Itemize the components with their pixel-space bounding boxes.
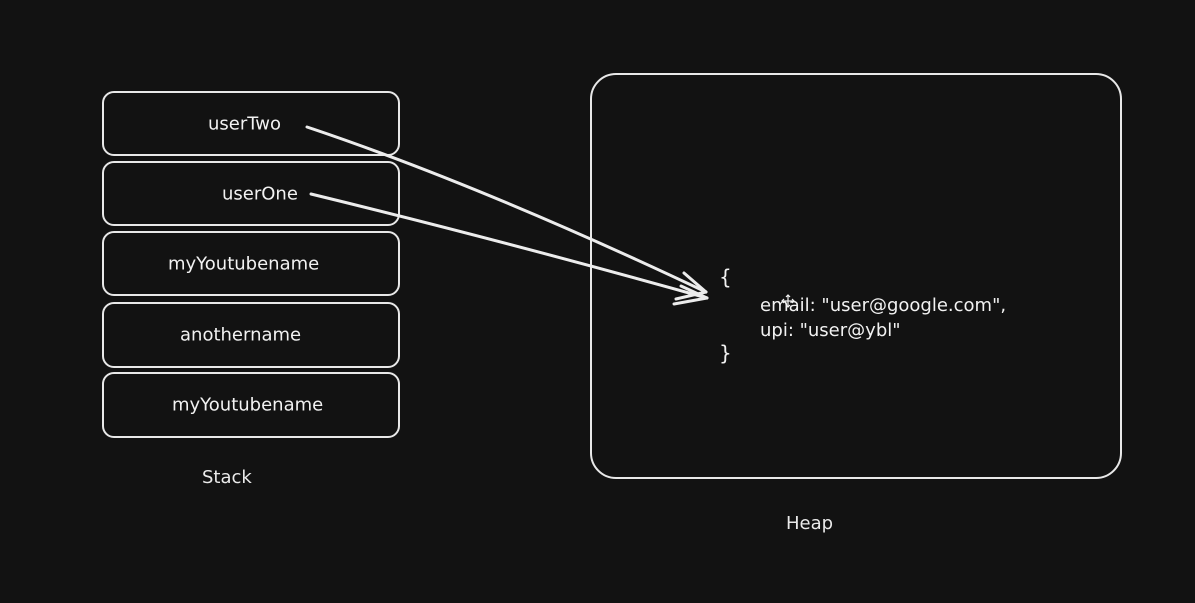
stack-cell-myyoutubename-1[interactable]: myYoutubename (102, 231, 400, 296)
stack-cell-label: myYoutubename (172, 394, 324, 416)
arrow-usertwo-head-bottom (674, 290, 708, 301)
stack-cell-label: userTwo (208, 113, 282, 134)
move-cursor-icon (781, 294, 795, 308)
arrow-userone-to-object (309, 192, 709, 300)
arrow-userone-head-bottom (672, 296, 709, 306)
stack-cell-anothername[interactable]: anothername (102, 302, 400, 368)
stack-cell-label: userOne (222, 183, 298, 204)
stack-cell-myyoutubename-2[interactable]: myYoutubename (102, 372, 400, 438)
object-close-brace: } (719, 341, 732, 365)
stack-cell-label: anothername (180, 324, 302, 346)
heap-caption: Heap (786, 513, 834, 534)
arrow-usertwo-to-object (305, 125, 708, 294)
object-open-brace: { (719, 265, 732, 289)
arrow-userone-head-top (679, 284, 709, 300)
stack-caption: Stack (202, 467, 252, 488)
stack-cell-usertwo[interactable]: userTwo (102, 91, 400, 156)
arrow-usertwo-head-top (682, 271, 708, 294)
stack-cell-userone[interactable]: userOne (102, 161, 400, 226)
stack-cell-label: myYoutubename (168, 253, 320, 274)
object-upi-line: upi: "user@ybl" (760, 320, 901, 341)
heap-box[interactable] (590, 73, 1122, 479)
